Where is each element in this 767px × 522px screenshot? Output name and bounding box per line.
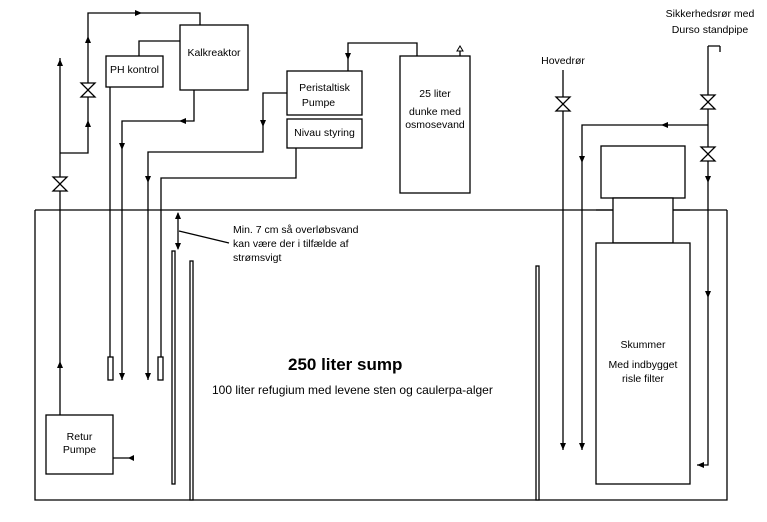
kalk-feed-pipe xyxy=(60,12,201,154)
nivau-styring-box xyxy=(286,118,363,149)
baffle-2 xyxy=(189,260,194,501)
valve-icon xyxy=(51,176,69,192)
dunke-box xyxy=(399,55,471,194)
skimmer-neck xyxy=(612,197,674,244)
note-line-1: Min. 7 cm så overløbsvand xyxy=(233,224,359,236)
level-sensor-line xyxy=(160,148,297,357)
skimmer-cup xyxy=(600,145,686,199)
retur-pumpe-label-1: Retur xyxy=(66,431,93,443)
valve-icon xyxy=(554,96,572,112)
valve-icon xyxy=(79,82,97,98)
skummer-label-3: risle filter xyxy=(621,373,664,385)
dunke-label-1: 25 liter xyxy=(419,88,451,100)
level-sensor xyxy=(157,356,164,381)
dunke-label-3: osmosevand xyxy=(405,119,465,131)
valve-icon xyxy=(699,94,717,110)
ph-link xyxy=(138,40,180,56)
skimmer-body xyxy=(595,242,691,485)
note-line-3: strømsvigt xyxy=(233,252,282,264)
arrow-down-icon xyxy=(705,291,711,298)
arrow-down-icon xyxy=(579,443,585,450)
arrow-down-icon xyxy=(579,156,585,163)
arrow-left-icon xyxy=(128,455,134,461)
peristaltisk-label-2: Pumpe xyxy=(301,97,336,109)
vent-icon xyxy=(456,45,464,56)
arrow-up-icon xyxy=(57,361,63,368)
peristaltisk-pumpe-box xyxy=(286,70,363,116)
arrow-down-icon xyxy=(560,443,566,450)
sump-title: 250 liter sump xyxy=(288,355,403,374)
baffle-3 xyxy=(535,265,540,501)
sikkerhed-label-1: Sikkerhedsrør med xyxy=(665,8,755,20)
arrow-left-icon xyxy=(179,118,186,124)
kalkreaktor-box xyxy=(179,24,249,91)
dunke-label-2: dunke med xyxy=(409,106,461,118)
peristaltisk-label-1: Peristaltisk xyxy=(299,82,350,94)
retur-pumpe-label-2: Pumpe xyxy=(62,444,97,456)
peristaltic-outlet-pipe xyxy=(147,92,287,380)
ph-kontrol-label: PH kontrol xyxy=(109,64,160,76)
arrow-up-icon xyxy=(57,59,63,66)
arrow-down-icon xyxy=(705,176,711,183)
note-line-2: kan være der i tilfælde af xyxy=(233,238,349,250)
skummer-label-2: Med indbygget xyxy=(608,359,678,371)
arrow-down-icon xyxy=(145,373,151,380)
sikkerhed-label-2: Durso standpipe xyxy=(671,24,749,36)
kalk-outlet-pipe xyxy=(121,90,195,380)
sump-subtitle: 100 liter refugium med levene sten og ca… xyxy=(212,383,493,397)
arrow-down-icon xyxy=(119,143,125,150)
arrow-down-icon xyxy=(119,373,125,380)
arrow-up-icon xyxy=(85,120,91,127)
skummer-label-1: Skummer xyxy=(620,339,666,351)
arrow-left-icon xyxy=(661,122,668,128)
arrow-down-icon xyxy=(345,53,351,60)
kalkreaktor-label: Kalkreaktor xyxy=(187,47,241,59)
arrow-right-icon xyxy=(135,10,142,16)
note-leader-line xyxy=(178,230,230,244)
baffle-1 xyxy=(171,250,176,485)
valve-icon xyxy=(699,146,717,162)
arrow-down-icon xyxy=(175,243,181,250)
arrow-down-icon xyxy=(260,120,266,127)
ph-probe xyxy=(107,356,114,381)
arrow-up-icon xyxy=(85,36,91,43)
arrow-down-icon xyxy=(145,176,151,183)
hovedror-label: Hovedrør xyxy=(541,55,585,67)
nivau-styring-label: Nivau styring xyxy=(294,127,355,139)
arrow-up-icon xyxy=(175,212,181,219)
arrow-left-icon xyxy=(697,462,704,468)
return-pump-box xyxy=(45,414,114,475)
ph-kontrol-box xyxy=(105,55,164,88)
